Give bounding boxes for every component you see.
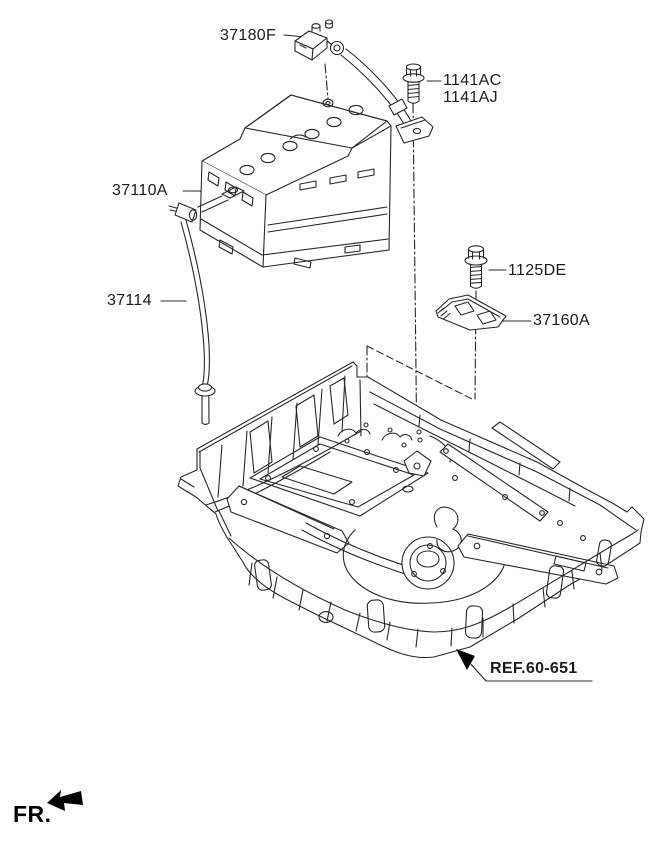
mounting-plane-line — [366, 345, 475, 401]
floor-pan-illustration — [177, 361, 645, 659]
part-label-bracket: 37160A — [533, 312, 590, 329]
fr-arrow-icon — [47, 790, 83, 811]
part-label-bolt-1141aj: 1141AJ — [443, 89, 498, 106]
floor-panel-ref-link[interactable]: REF.60-651 — [490, 660, 578, 677]
bracket-illustration — [435, 294, 507, 331]
part-label-sensor: 37180F — [220, 27, 277, 44]
part-label-battery-cable: 37114 — [107, 292, 152, 309]
sensor-cable-illustration — [340, 48, 434, 144]
ref-callout-lines — [456, 649, 593, 682]
part-label-bolt-1141ac: 1141AC — [443, 72, 502, 89]
battery-illustration — [197, 94, 392, 269]
bolt-1125-illustration — [464, 245, 488, 289]
part-label-bolt-1125de: 1125DE — [508, 262, 567, 279]
battery-sensor-illustration — [294, 19, 345, 61]
part-label-battery: 37110A — [112, 182, 168, 199]
battery-cable-illustration — [168, 202, 216, 426]
bolt-1141-illustration — [402, 63, 425, 104]
front-direction-marker: FR. — [13, 801, 52, 827]
